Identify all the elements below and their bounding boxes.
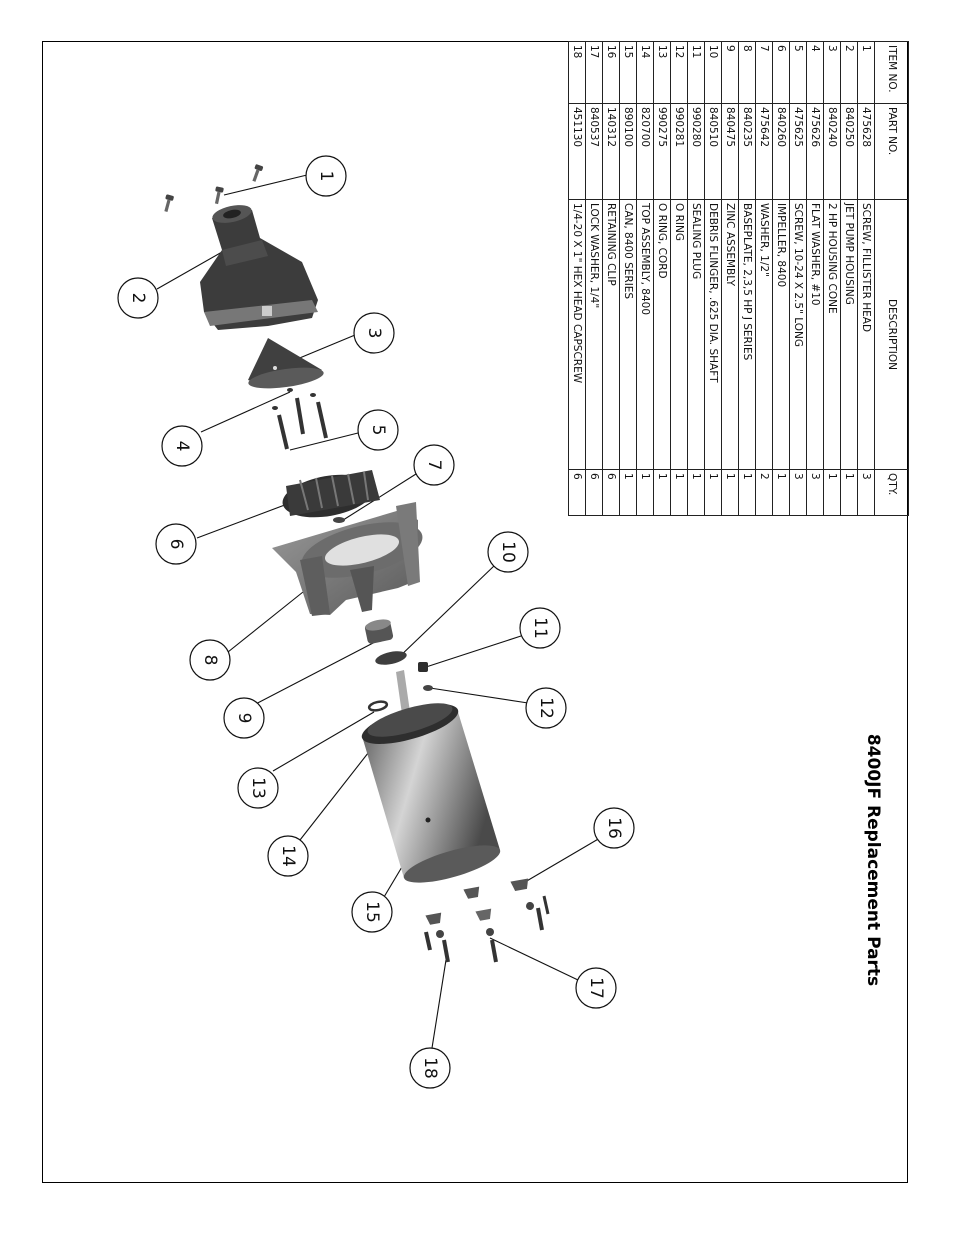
callout-circle xyxy=(487,531,529,573)
callout-circle xyxy=(189,639,231,681)
callout-number: 15 xyxy=(362,901,382,923)
callout-4: 4 xyxy=(161,425,203,467)
callout-circle xyxy=(409,1047,451,1089)
callout-circle xyxy=(351,891,393,933)
page-border xyxy=(42,41,908,1183)
part-housing-cone xyxy=(248,338,324,389)
callout-number: 4 xyxy=(172,441,192,452)
part-o-ring-cord xyxy=(367,700,389,712)
callout-15: 15 xyxy=(351,891,393,933)
callout-number: 5 xyxy=(368,425,388,436)
callout-2: 2 xyxy=(117,277,159,319)
callout-circle xyxy=(519,607,561,649)
callout-number: 11 xyxy=(530,617,550,639)
callout-16: 16 xyxy=(593,807,635,849)
callout-number: 12 xyxy=(536,697,556,719)
leader-lines xyxy=(156,174,601,1049)
part-shaft xyxy=(396,670,410,714)
callout-circle xyxy=(155,523,197,565)
part-o-ring xyxy=(423,685,433,691)
callout-8: 8 xyxy=(189,639,231,681)
callout-number: 6 xyxy=(166,539,186,550)
callout-3: 3 xyxy=(353,312,395,354)
callout-number: 7 xyxy=(424,460,444,471)
callout-circle xyxy=(593,807,635,849)
callout-circle xyxy=(237,767,279,809)
callout-circle xyxy=(353,312,395,354)
callout-13: 13 xyxy=(237,767,279,809)
callout-6: 6 xyxy=(155,523,197,565)
callout-circle xyxy=(161,425,203,467)
callout-number: 13 xyxy=(248,777,268,799)
callout-12: 12 xyxy=(525,687,567,729)
callout-number: 10 xyxy=(498,541,518,563)
part-debris-flinger xyxy=(375,651,407,665)
callout-10: 10 xyxy=(487,531,529,573)
callout-9: 9 xyxy=(223,697,265,739)
callout-circle xyxy=(357,409,399,451)
callout-5: 5 xyxy=(357,409,399,451)
part-impeller xyxy=(282,470,380,518)
part-baseplate xyxy=(272,502,423,616)
callout-18: 18 xyxy=(409,1047,451,1089)
callout-circle xyxy=(117,277,159,319)
callout-number: 1 xyxy=(316,171,336,182)
callout-circle xyxy=(267,835,309,877)
callout-number: 14 xyxy=(278,845,298,867)
callout-number: 2 xyxy=(128,293,148,304)
part-washers-and-screws xyxy=(272,388,328,450)
callout-number: 17 xyxy=(586,977,606,999)
callout-11: 11 xyxy=(519,607,561,649)
callout-number: 3 xyxy=(364,328,384,339)
callout-number: 9 xyxy=(234,713,254,724)
callout-circle xyxy=(305,155,347,197)
callout-circle xyxy=(223,697,265,739)
part-sealing-plug xyxy=(418,662,428,672)
callout-number: 18 xyxy=(420,1057,440,1079)
callout-circle xyxy=(525,687,567,729)
callout-7: 7 xyxy=(413,444,455,486)
part-clips-and-capscrews xyxy=(424,878,550,963)
callout-number: 16 xyxy=(604,817,624,839)
callout-14: 14 xyxy=(267,835,309,877)
part-motor-can xyxy=(361,703,501,883)
callout-1: 1 xyxy=(305,155,347,197)
part-fillister-screws xyxy=(164,164,264,213)
callout-number: 8 xyxy=(200,655,220,666)
part-washer-a xyxy=(333,517,345,523)
callout-circle xyxy=(413,444,455,486)
callout-circle xyxy=(575,967,617,1009)
callout-17: 17 xyxy=(575,967,617,1009)
part-zinc-assembly xyxy=(364,619,394,644)
part-jet-pump-housing xyxy=(200,205,318,330)
